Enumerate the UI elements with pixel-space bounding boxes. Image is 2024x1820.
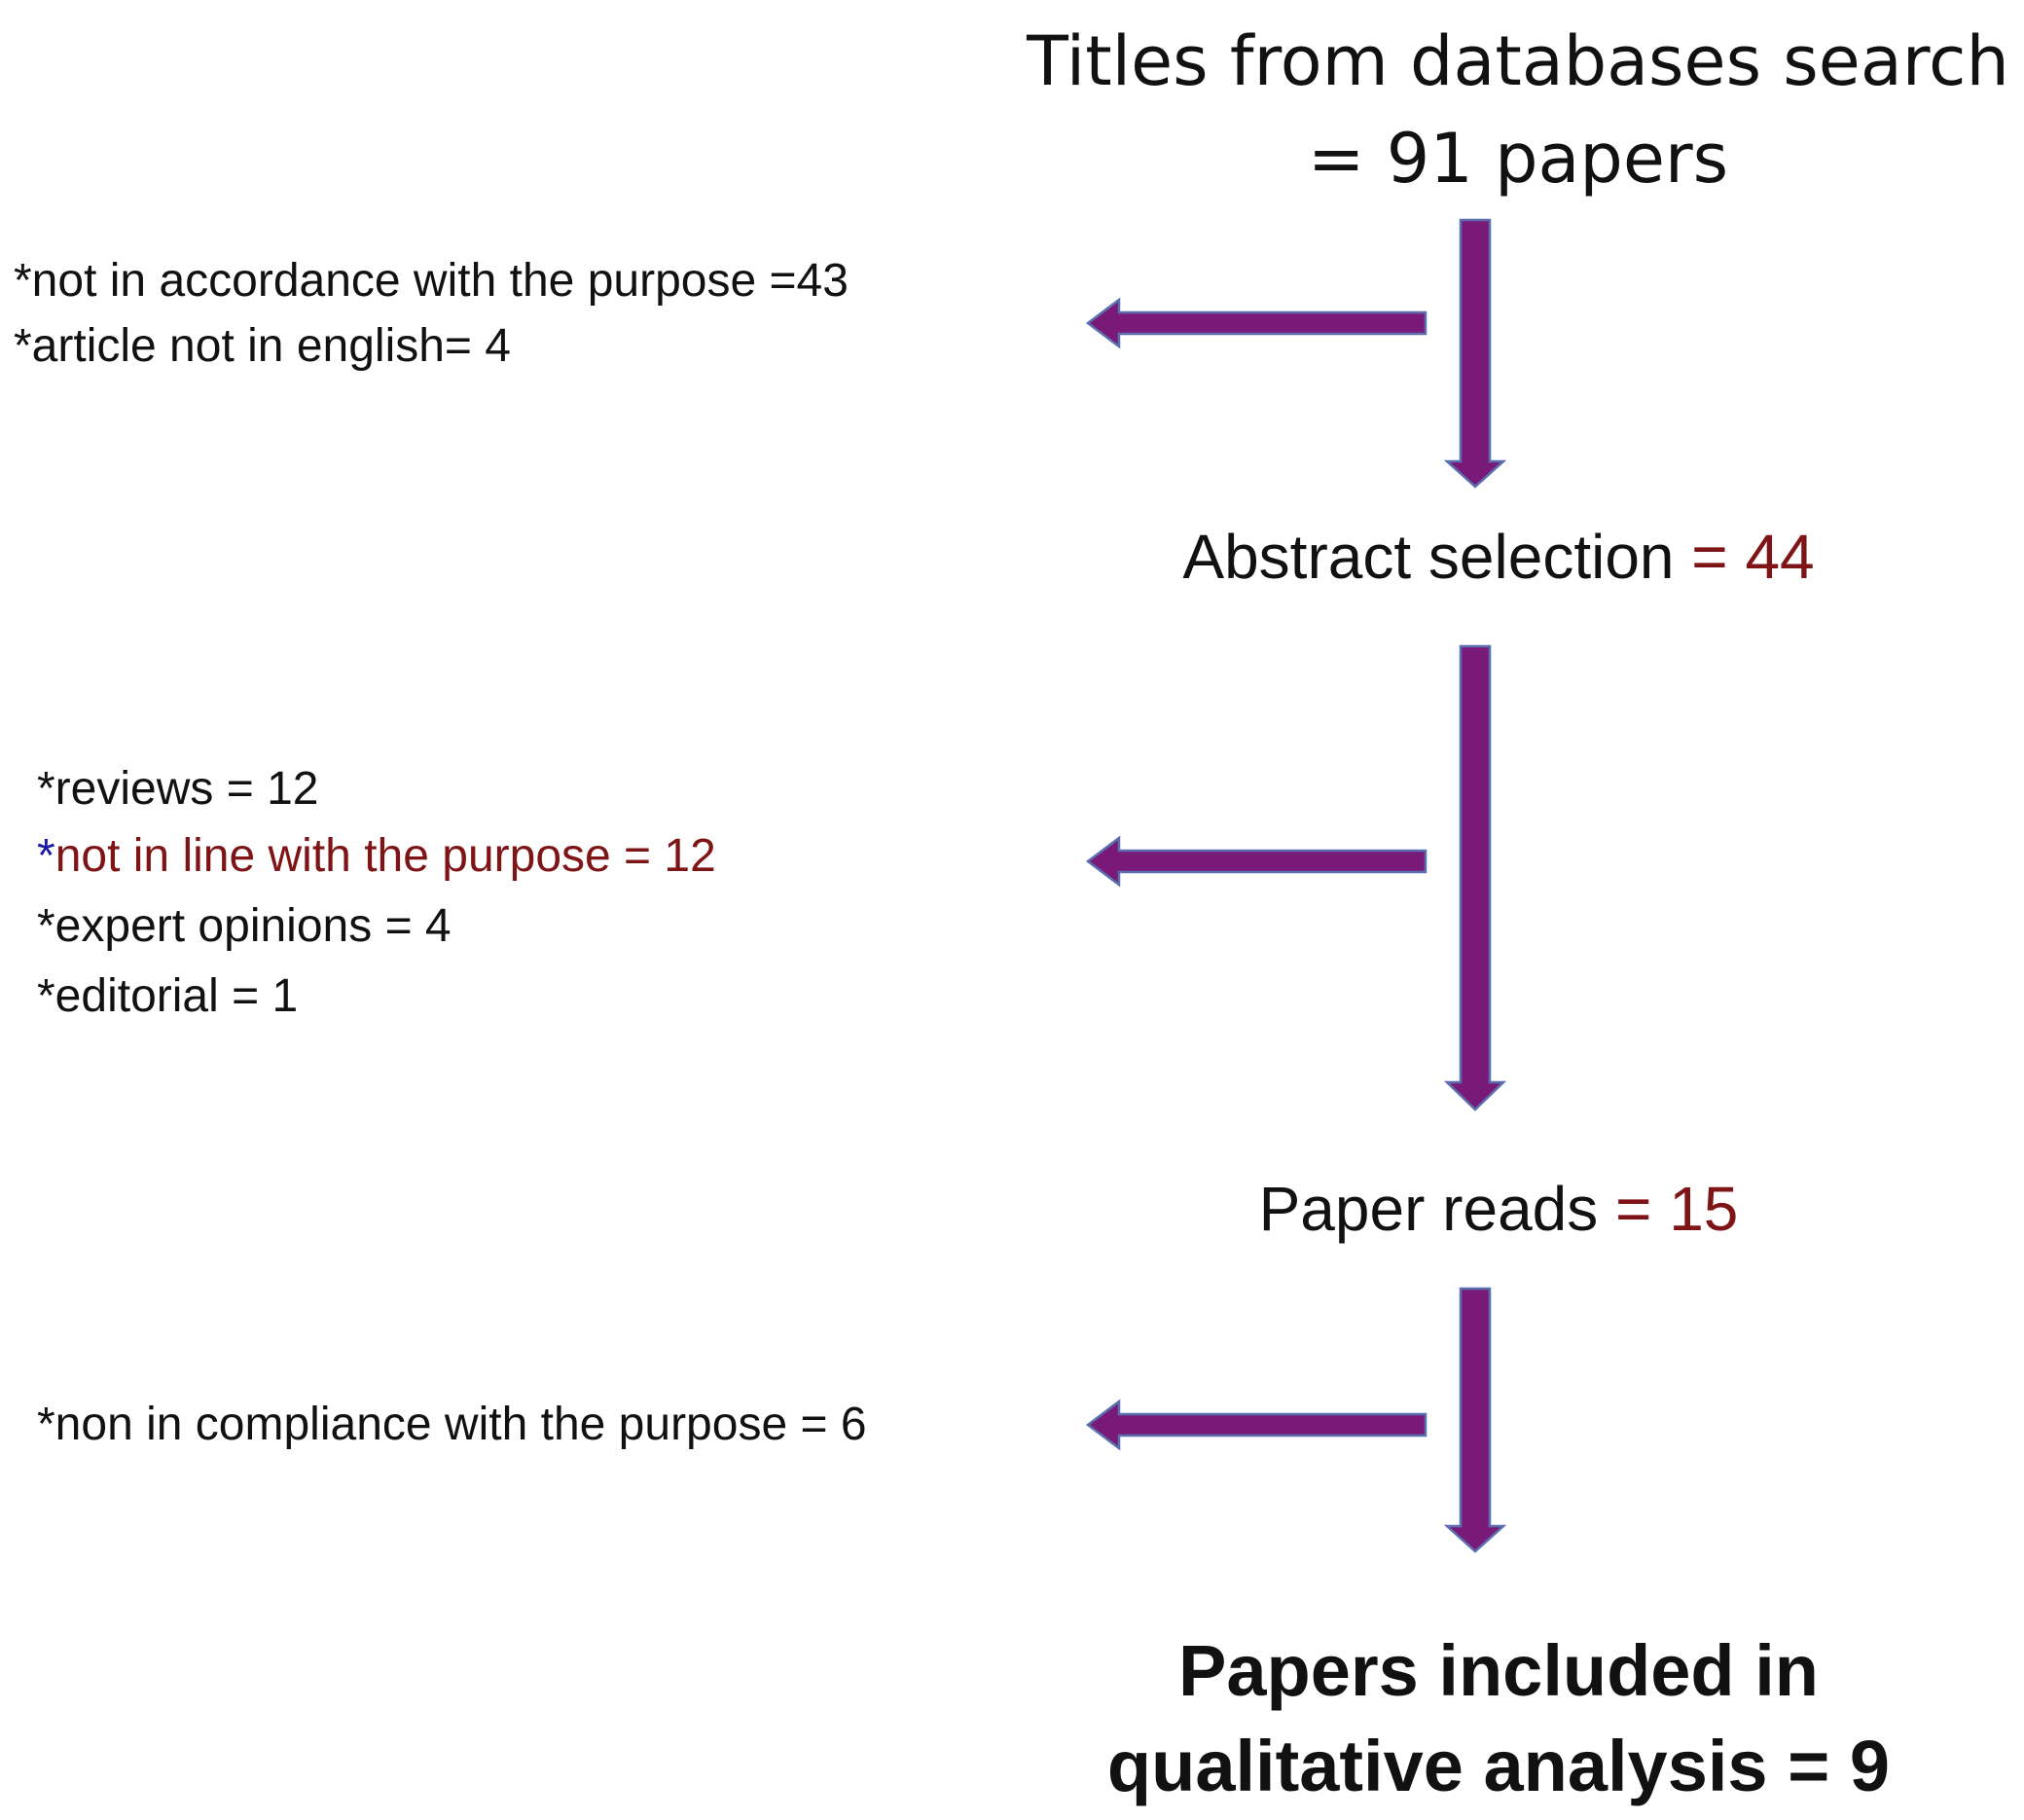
exclusion-arrow-stage1 [1085,297,1428,349]
asterisk-marker: * [37,830,55,882]
abstract-selection-count: = 44 [1691,522,1815,592]
paper-reads-count: = 15 [1615,1174,1739,1244]
start-title-line1: Titles from databases search [1027,21,2009,101]
abstract-selection-stage: Abstract selection = 44 [1012,526,1985,588]
stage2-exclusion-not-in-line: *not in line with the purpose = 12 [37,833,716,880]
stage1-exclusion-2: *article not in english= 4 [14,320,511,372]
not-in-line-text: not in line with the purpose = 12 [54,830,716,882]
start-title-line2: = 91 papers [1307,119,1729,199]
exclusion-arrow-stage2 [1085,835,1428,888]
stage2-exclusion-reviews: *reviews = 12 [37,763,319,815]
final-result-line2: qualitative analysis = 9 [1106,1726,1891,1806]
paper-reads-label: Paper reads [1258,1174,1616,1244]
abstract-selection-label: Abstract selection [1182,522,1692,592]
down-arrow-to-abstract-selection [1443,218,1507,489]
stage3-exclusion-non-compliance: *non in compliance with the purpose = 6 [37,1399,867,1450]
stage2-exclusion-expert-opinions: *expert opinions = 4 [37,900,452,952]
exclusion-arrow-stage3 [1085,1399,1428,1451]
stage1-exclusion-1: *not in accordance with the purpose =43 [14,255,849,307]
paper-reads-stage: Paper reads = 15 [1012,1178,1985,1240]
final-result-line1: Papers included in [1178,1630,1819,1711]
down-arrow-to-paper-reads [1443,644,1507,1111]
down-arrow-to-final [1443,1287,1507,1553]
stage2-exclusion-editorial: *editorial = 1 [37,970,299,1022]
